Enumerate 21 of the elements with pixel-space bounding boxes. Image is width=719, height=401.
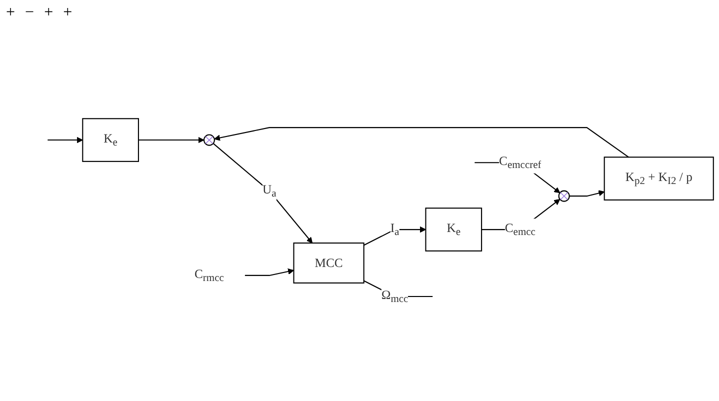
sign-label: + [6, 4, 16, 22]
node-text: C$_{rmcc}$ [194, 266, 224, 284]
sign-label: + [44, 4, 54, 22]
arrow [364, 226, 426, 246]
edge-label: I$_{a}$ [390, 220, 400, 238]
edge-label: C$_{emcc}$ [504, 220, 536, 238]
arrow [48, 136, 83, 144]
edge-label: U$_{a}$ [262, 182, 276, 200]
edge-label: C$_{emccref}$ [499, 154, 542, 172]
sign-label: + [63, 4, 72, 22]
sign-label: − [25, 4, 34, 22]
node-box: K$_{p2}$ + K$_{I2}$ / p [604, 156, 714, 200]
node-box: K$_{e}$ [82, 118, 139, 162]
node-box: K$_{e}$ [425, 208, 482, 252]
edge-label: Ω$_{mcc}$ [381, 288, 408, 305]
arrow [214, 127, 629, 158]
arrow [244, 268, 294, 276]
arrow [212, 143, 313, 244]
node-box: MCC [293, 242, 364, 284]
arrow [569, 190, 605, 197]
arrow [138, 136, 204, 144]
